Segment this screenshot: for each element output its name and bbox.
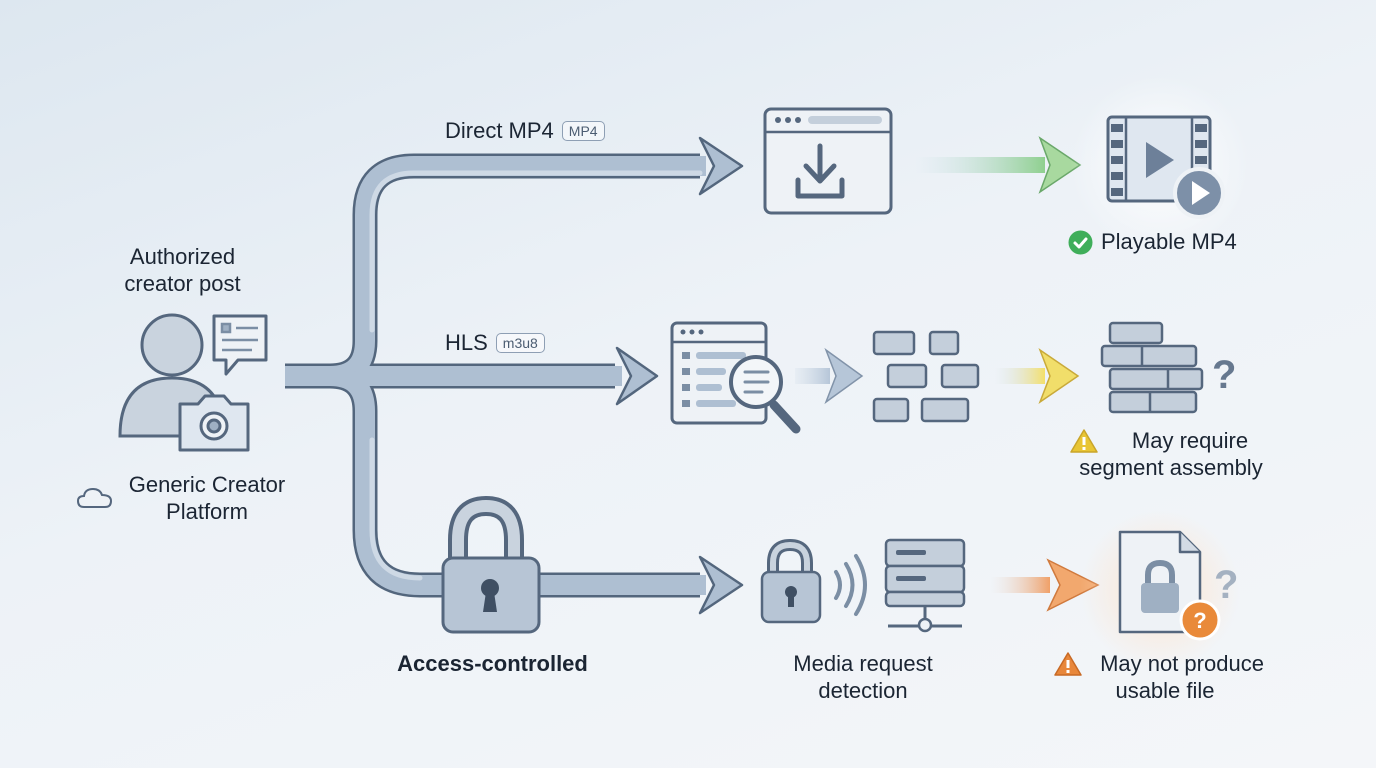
segment-pieces-icon [872,330,980,423]
playlist-inspect-icon [670,321,801,434]
question-mark-icon: ? [1214,563,1238,607]
check-circle-icon [1068,230,1093,254]
path-hls-label: HLS m3u8 [445,330,545,356]
browser-download-icon [763,107,893,215]
result-hls-text: May require segment assembly [1079,428,1263,480]
mp4-tag: MP4 [561,121,605,141]
warning-icon [1070,429,1098,453]
step-media-detection: Media request detection [793,651,933,703]
result-access-text: May not produce usable file [1100,651,1264,703]
warning-icon [1054,652,1082,676]
platform-row: Generic Creator Platform [76,471,292,525]
user-avatar-icon [118,313,226,438]
chat-bubble-icon [212,314,268,376]
path-direct-name: Direct MP4 [445,118,554,143]
hls-arrow [795,347,864,405]
platform-name: Generic Creator Platform [128,472,286,524]
source-title: Authorized creator post [124,244,241,296]
svg-text:?: ? [1193,608,1206,633]
signal-waves-icon [834,554,867,616]
small-lock-icon [760,538,822,624]
stacked-segments-icon [1100,321,1204,414]
path-access-label: Access-controlled [397,651,588,676]
camera-icon [178,394,250,452]
cloud-icon [76,487,113,508]
result-direct: Playable MP4 [1068,229,1237,255]
path-direct-label: Direct MP4 MP4 [445,118,605,144]
m3u8-tag: m3u8 [495,333,545,353]
path-hls-name: HLS [445,330,488,355]
result-direct-text: Playable MP4 [1101,229,1237,254]
success-arrow [915,136,1082,194]
video-file-icon [1106,115,1225,219]
question-mark-icon: ? [1212,353,1236,397]
pipe-network [285,136,744,615]
warning-arrow [995,348,1080,404]
big-lock-icon [441,495,541,634]
locked-file-icon: ? [1118,530,1221,641]
server-icon [884,538,966,633]
